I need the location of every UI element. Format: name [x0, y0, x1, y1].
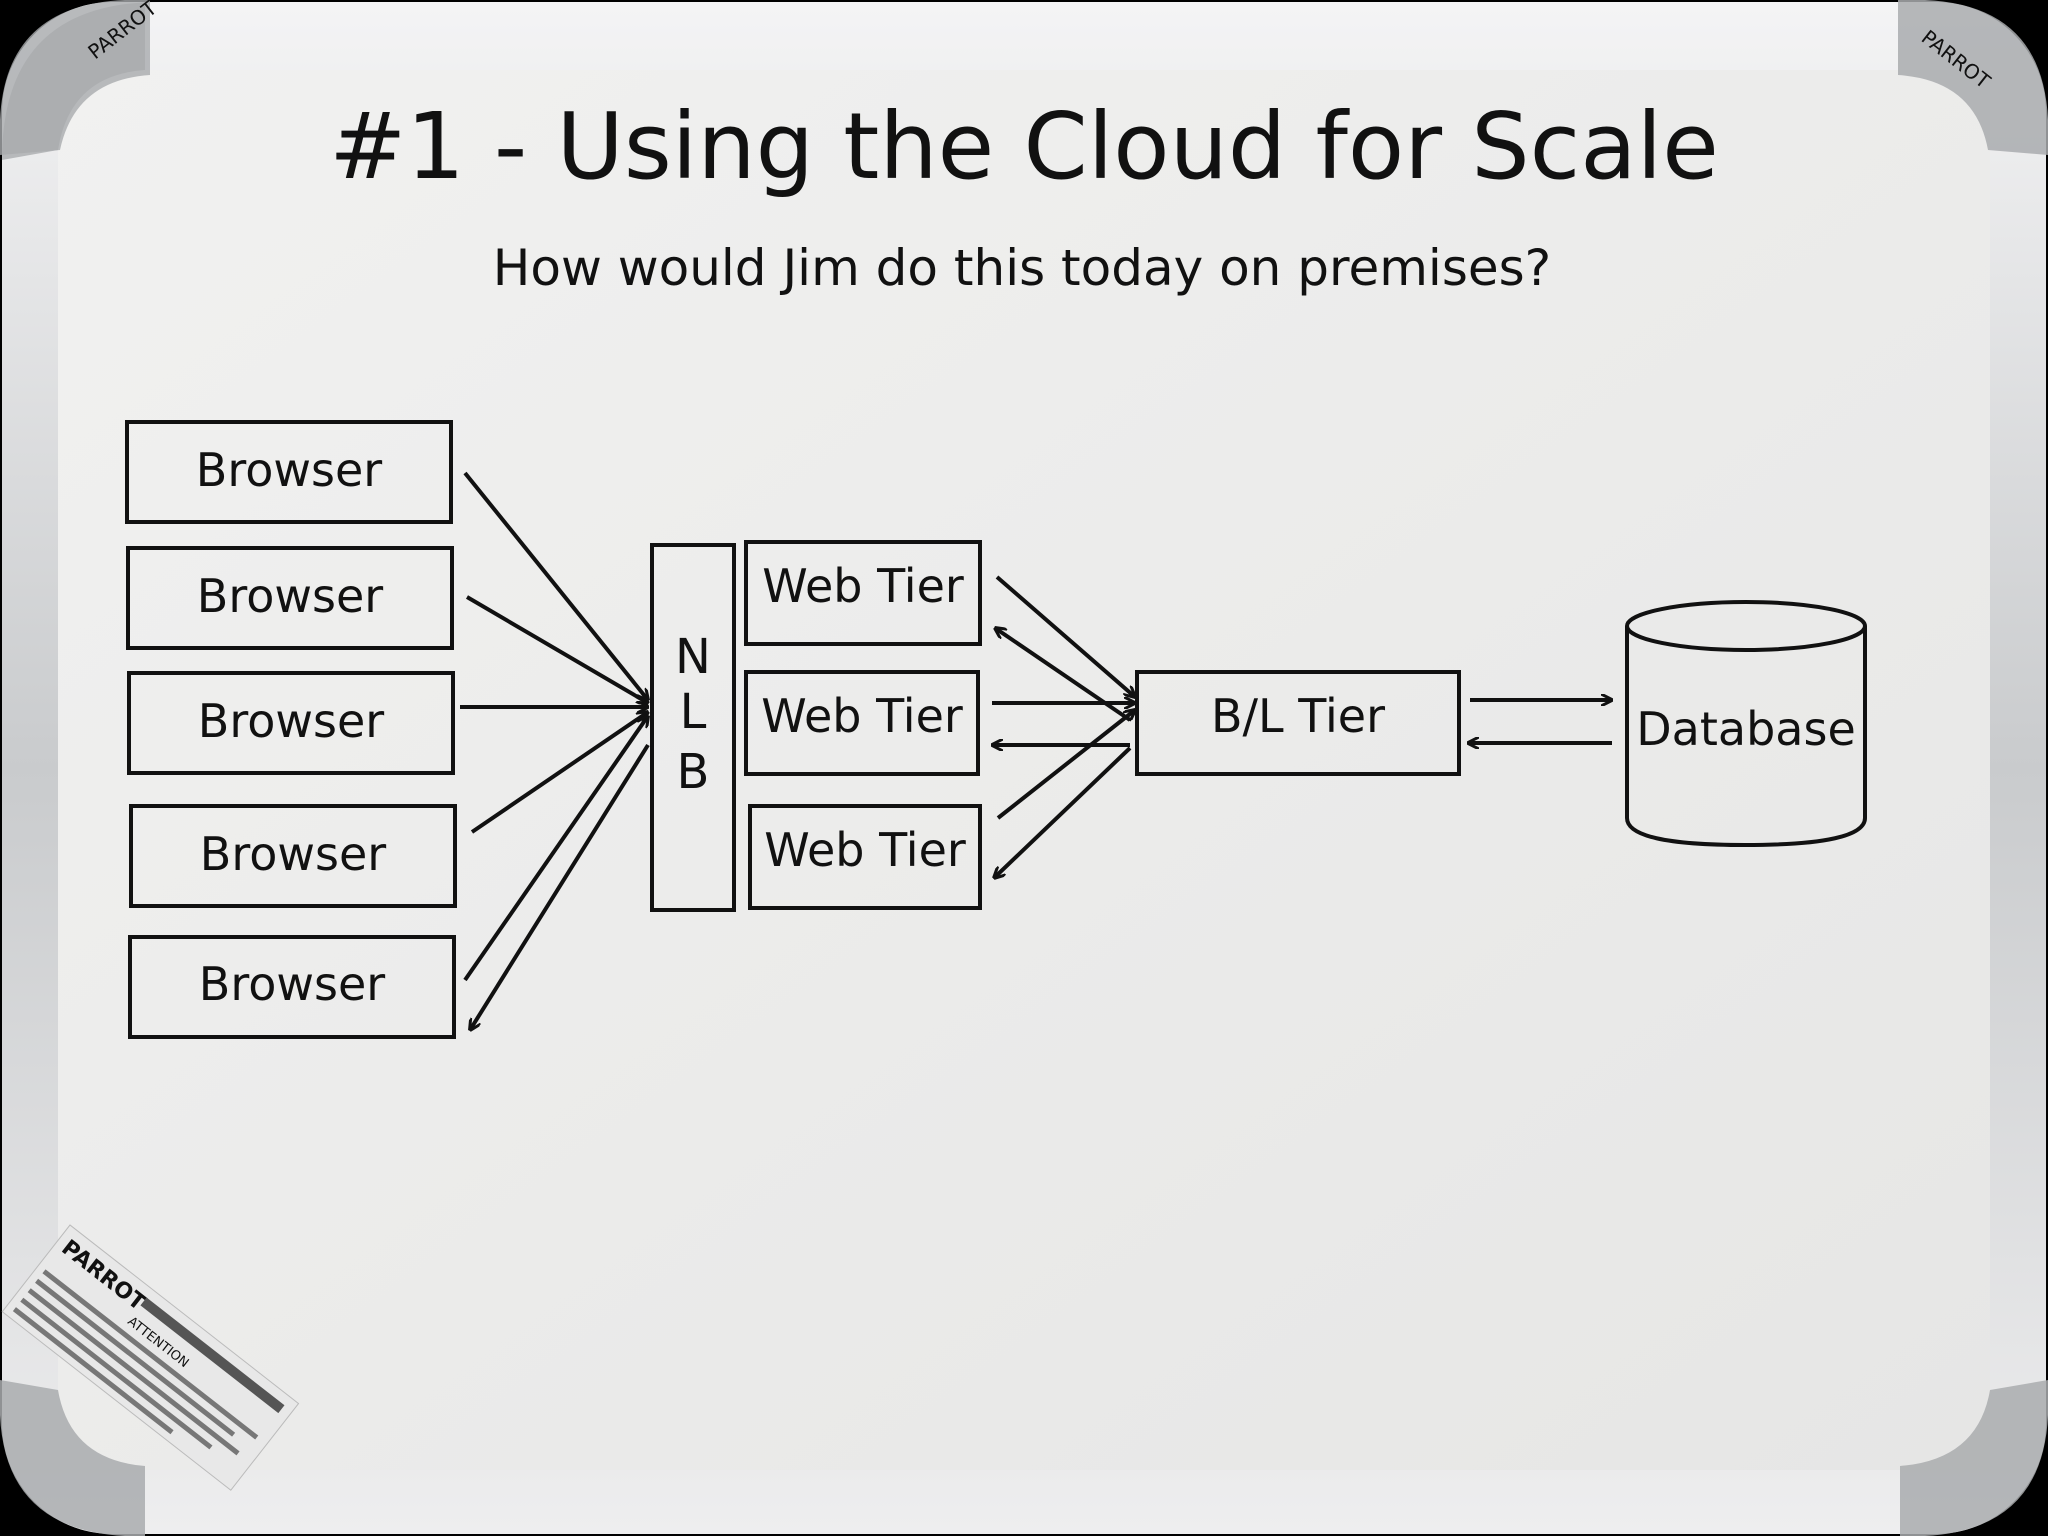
corner-bracket-bottom-right — [1900, 1380, 2048, 1536]
browser-box: Browser — [126, 546, 454, 650]
nlb-letter: B — [677, 744, 710, 800]
nlb-letter: L — [680, 684, 707, 740]
web-tier-box: Web Tier — [748, 804, 982, 910]
web-tier-label: Web Tier — [762, 559, 964, 613]
corner-bracket-bottom-left — [0, 1380, 145, 1536]
database-label: Database — [1636, 702, 1856, 756]
arrow — [996, 710, 1135, 820]
arrow — [465, 595, 648, 703]
database-cylinder: Database — [1625, 600, 1867, 848]
web-to-bl-arrows — [992, 575, 1135, 878]
browser-box: Browser — [125, 420, 453, 524]
browser-box: Browser — [127, 671, 455, 775]
arrow — [463, 716, 648, 982]
web-tier-box: Web Tier — [744, 670, 980, 776]
web-tier-label: Web Tier — [764, 823, 966, 877]
browser-label: Browser — [196, 443, 382, 497]
page-title: #1 - Using the Cloud for Scale — [329, 93, 1719, 200]
web-tier-box: Web Tier — [744, 540, 982, 646]
board-surface — [58, 70, 1990, 1470]
browser-label: Browser — [197, 569, 383, 623]
bl-to-database-arrows — [1468, 700, 1612, 743]
corner-bracket-top-left — [0, 0, 160, 160]
bl-tier-label: B/L Tier — [1211, 689, 1385, 743]
web-tier-column: Web Tier Web Tier Web Tier — [744, 540, 982, 910]
nlb-box: N L B — [650, 543, 736, 912]
arrow — [470, 712, 648, 834]
bl-tier-box: B/L Tier — [1135, 670, 1461, 776]
page-subtitle: How would Jim do this today on premises? — [493, 239, 1551, 297]
arrow — [994, 746, 1132, 878]
arrow — [470, 743, 650, 1030]
browser-label: Browser — [200, 827, 386, 881]
arrow — [463, 471, 648, 700]
web-tier-label: Web Tier — [761, 689, 963, 743]
corner-bracket-top-right — [1898, 0, 2048, 155]
browser-box: Browser — [129, 804, 457, 908]
nlb-letter: N — [675, 629, 711, 685]
browser-to-nlb-arrows — [460, 471, 650, 1030]
browser-label: Browser — [199, 957, 385, 1011]
browser-box: Browser — [128, 935, 456, 1039]
browser-label: Browser — [198, 694, 384, 748]
arrow — [995, 575, 1135, 697]
browser-column: Browser Browser Browser Browser Browser — [125, 420, 457, 1039]
brand-sticker: PARROT ATTENTION — [1, 1224, 300, 1491]
